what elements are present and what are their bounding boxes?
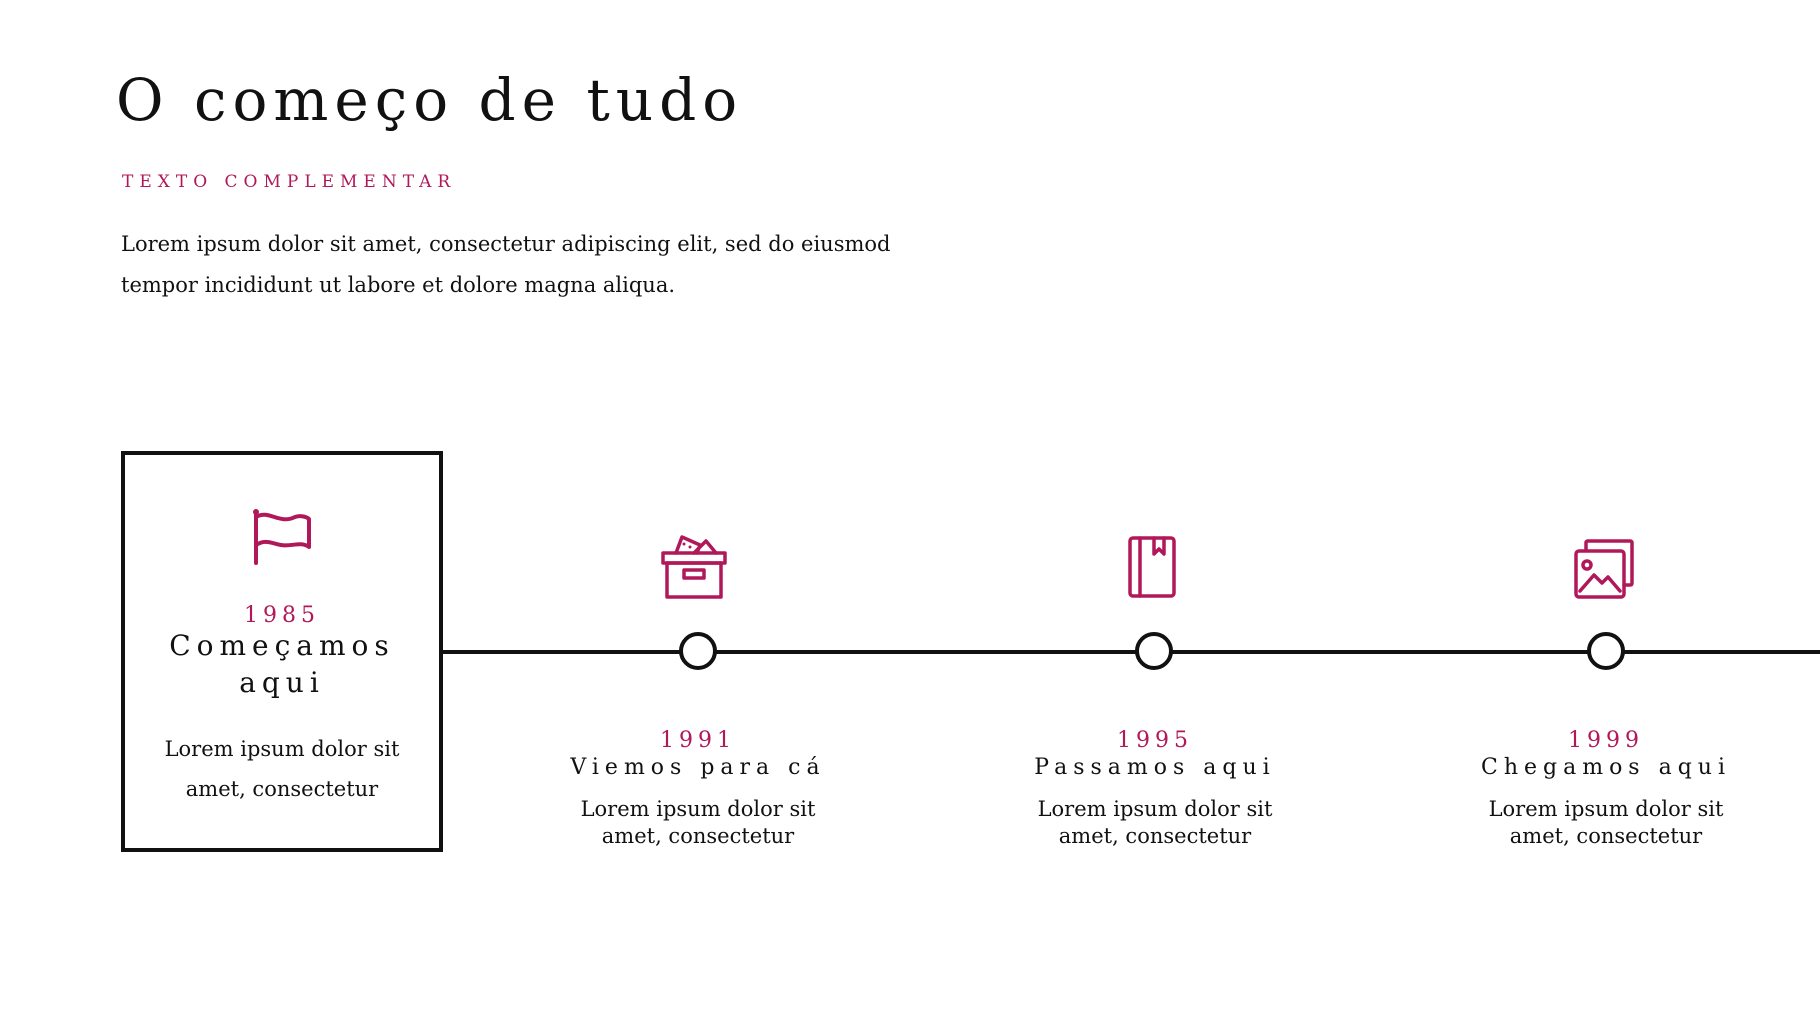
- event-description: Lorem ipsum dolor sit amet, consectetur: [1037, 797, 1273, 848]
- event-year: 1995: [1117, 728, 1193, 753]
- intro-paragraph: Lorem ipsum dolor sit amet, consectetur …: [121, 232, 891, 297]
- event-year: 1991: [660, 728, 736, 753]
- event-title: Começamos aqui: [169, 629, 395, 699]
- book-icon: [1126, 536, 1198, 606]
- timeline-event-highlighted: 1985 Começamos aqui Lorem ipsum dolor si…: [121, 451, 443, 852]
- timeline-marker: [1587, 632, 1625, 670]
- box-icon: [660, 533, 732, 603]
- timeline-marker: [679, 632, 717, 670]
- event-year: 1999: [1568, 728, 1644, 753]
- event-title: Viemos para cá: [570, 755, 826, 780]
- timeline-line: [442, 650, 1820, 654]
- subtitle-kicker: TEXTO COMPLEMENTAR: [122, 172, 457, 192]
- flag-icon: [251, 507, 315, 567]
- gallery-icon: [1574, 539, 1646, 609]
- event-description: Lorem ipsum dolor sit amet, consectetur: [1488, 797, 1724, 848]
- event-year: 1985: [244, 603, 320, 628]
- event-title: Chegamos aqui: [1480, 755, 1731, 780]
- timeline-marker: [1135, 632, 1173, 670]
- page-title: O começo de tudo: [116, 66, 744, 134]
- event-description: Lorem ipsum dolor sit amet, consectetur: [580, 797, 816, 848]
- event-description: Lorem ipsum dolor sit amet, consectetur: [164, 737, 400, 801]
- event-title: Passamos aqui: [1034, 755, 1276, 780]
